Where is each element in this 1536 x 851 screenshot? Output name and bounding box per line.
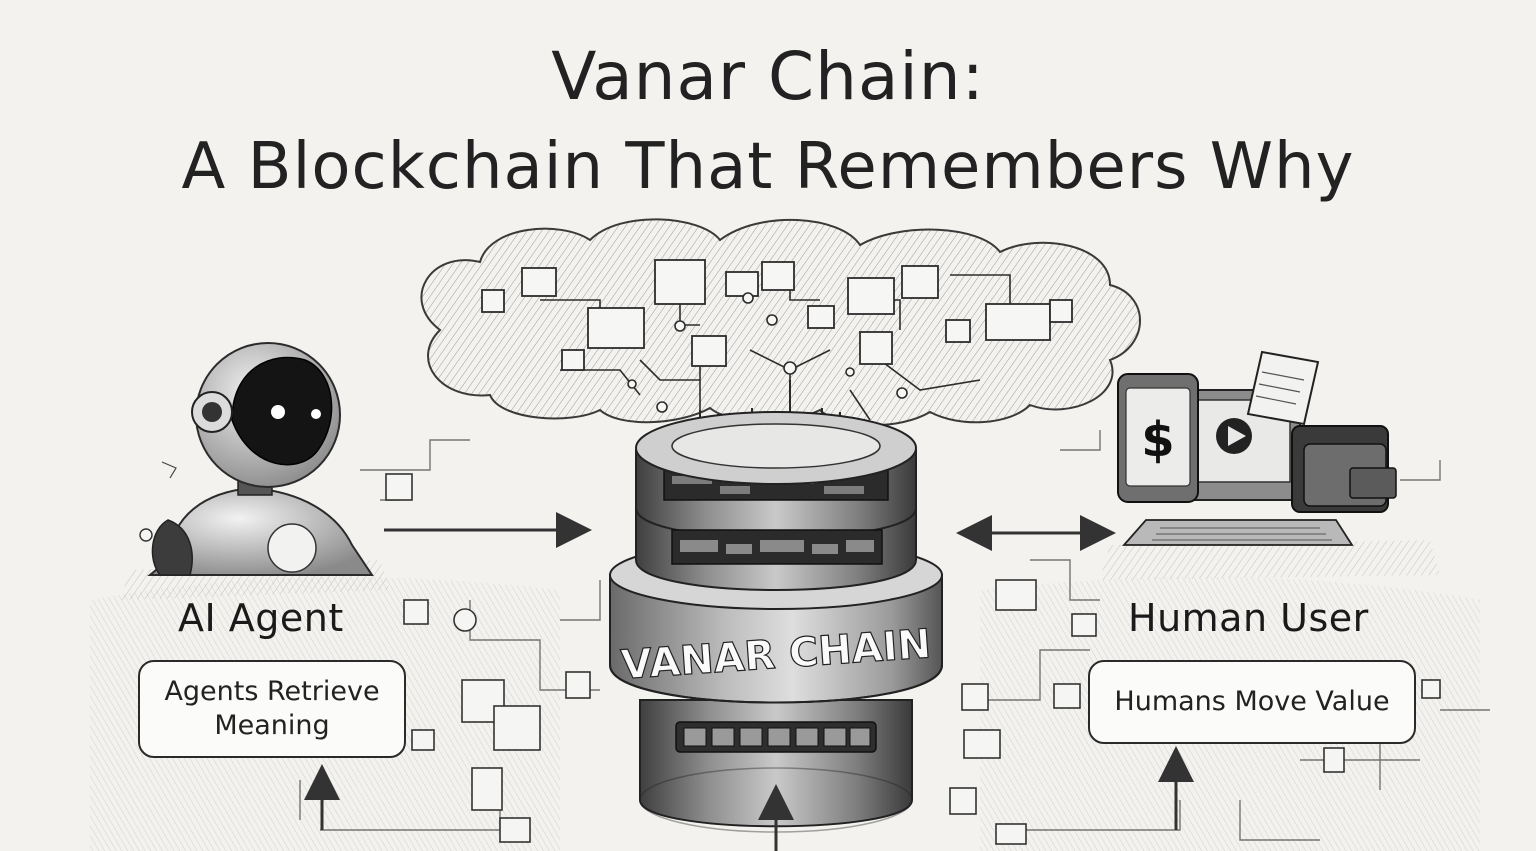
circuit-node xyxy=(453,608,477,632)
device-dollar-symbol: $ xyxy=(1141,412,1174,468)
connector-arrows xyxy=(304,512,1194,851)
devices-icon: $ xyxy=(1117,350,1397,546)
diagram-title-line2: A Blockchain That Remembers Why xyxy=(181,130,1355,204)
human-user-label: Human User xyxy=(1128,596,1369,640)
memory-cloud-icon xyxy=(420,218,1141,457)
robot-icon xyxy=(147,342,374,576)
human-value-box: Humans Move Value xyxy=(1088,660,1416,744)
agent-retrieve-text: Agents Retrieve Meaning xyxy=(164,676,380,741)
diagram-title-line1: Vanar Chain: xyxy=(551,38,985,115)
human-value-text: Humans Move Value xyxy=(1114,686,1390,718)
ai-agent-label: AI Agent xyxy=(178,596,344,640)
circuit-node xyxy=(139,528,153,542)
blockchain-database-icon: VANAR CHAIN xyxy=(609,411,943,833)
circuit-squares xyxy=(385,473,1441,845)
agent-retrieve-box: Agents Retrieve Meaning xyxy=(138,660,406,758)
